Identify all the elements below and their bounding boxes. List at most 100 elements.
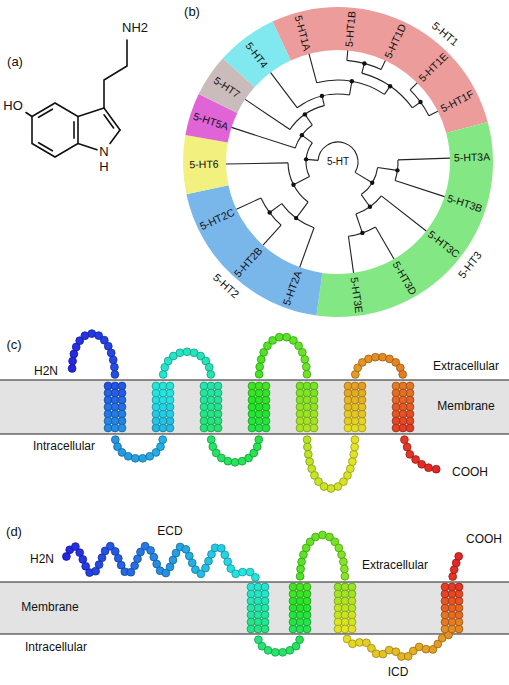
residue-bead	[253, 443, 261, 451]
residue-bead	[304, 443, 312, 451]
residue-bead	[255, 370, 263, 378]
residue-bead	[349, 640, 357, 648]
residue-bead	[252, 574, 260, 582]
residue-bead	[214, 424, 222, 432]
serotonin-structure	[26, 40, 127, 157]
terminus-label: COOH	[466, 533, 502, 547]
panel-letter: (c)	[6, 338, 21, 353]
tree-node-dot	[360, 231, 364, 235]
tree-branch	[381, 60, 385, 69]
residue-bead	[358, 382, 366, 390]
residue-bead	[131, 454, 139, 462]
residue-bead	[224, 457, 232, 465]
tree-branch	[395, 181, 444, 197]
family-sector	[186, 185, 322, 315]
residue-bead	[297, 565, 305, 573]
residue-bead	[139, 454, 147, 462]
tree-branch	[410, 83, 417, 90]
panel-letter: (a)	[7, 55, 23, 70]
tree-branch	[295, 125, 312, 148]
residue-bead	[303, 583, 311, 591]
tree-node-dot	[370, 181, 374, 185]
residue-bead	[207, 371, 215, 379]
residue-bead	[176, 349, 184, 357]
residue-bead	[351, 436, 359, 444]
atom-label: HO	[3, 99, 23, 114]
residue-bead	[239, 568, 247, 576]
residue-bead	[301, 356, 309, 364]
residue-bead	[403, 443, 411, 451]
residue-bead	[207, 436, 215, 444]
terminus-label: COOH	[452, 466, 488, 480]
domain-label: ICD	[388, 666, 409, 680]
receptor-label: 5-HT3A	[454, 151, 491, 164]
tree-branch	[347, 60, 381, 69]
residue-bead	[109, 356, 117, 364]
residue-bead	[303, 370, 311, 378]
residue-bead	[320, 483, 328, 491]
tree-node-dot	[300, 133, 304, 137]
residue-bead	[279, 648, 287, 656]
family-sector	[223, 22, 291, 88]
residue-bead	[111, 436, 119, 444]
residue-bead	[327, 485, 335, 493]
residue-bead	[312, 533, 320, 541]
residue-bead	[306, 458, 314, 466]
panel-letter: (b)	[184, 5, 200, 20]
tree-branch	[378, 168, 398, 171]
tree-branch	[361, 168, 377, 195]
residue-bead	[166, 382, 174, 390]
residue-bead	[68, 365, 76, 373]
residue-bead	[157, 443, 165, 451]
residue-bead	[183, 348, 191, 356]
residue-bead	[455, 552, 463, 560]
region-label: Membrane	[21, 601, 78, 615]
residue-bead	[111, 371, 119, 379]
residue-bead	[449, 573, 457, 581]
atom-label: N	[99, 145, 108, 160]
residue-bead	[425, 464, 433, 472]
family-sector	[272, 7, 487, 133]
residue-bead	[296, 572, 304, 580]
tree-node-dot	[294, 216, 298, 220]
residue-bead	[401, 436, 409, 444]
root-label: 5-HT	[327, 156, 349, 168]
tree-branch	[226, 163, 288, 164]
residue-bead	[399, 371, 407, 379]
tree-node-dot	[388, 84, 392, 88]
tree-branch	[361, 195, 370, 207]
tree-branch	[309, 54, 317, 83]
terminus-label: H2N	[30, 553, 54, 567]
residue-bead	[350, 450, 358, 458]
tree-branch	[346, 50, 348, 60]
tree-node-dot	[418, 100, 422, 104]
tree-branch	[288, 163, 308, 202]
tree-branch	[296, 202, 308, 218]
residue-bead	[302, 363, 310, 371]
tree-node-dot	[320, 94, 324, 98]
panel-letter: (d)	[6, 525, 22, 540]
residue-bead	[271, 648, 279, 656]
residue-bead	[262, 382, 270, 390]
residue-bead	[319, 531, 327, 539]
tree-branch	[356, 196, 381, 214]
tree-node-dot	[395, 168, 399, 172]
tree-branch	[429, 111, 438, 116]
region-label: Intracellular	[25, 641, 87, 655]
tree-branch	[300, 228, 314, 267]
residue-bead	[298, 558, 306, 566]
residue-bead	[303, 436, 311, 444]
tree-branch	[231, 127, 295, 148]
family-sector	[316, 122, 493, 317]
region-label: Intracellular	[33, 440, 95, 454]
residue-bead	[432, 465, 440, 473]
residue-bead	[275, 333, 283, 341]
tree-branch	[261, 198, 281, 225]
tree-branch	[398, 158, 450, 160]
tree-node-dot	[350, 79, 354, 83]
tree-branch	[362, 73, 413, 108]
region-label: Extracellular	[362, 559, 428, 573]
residue-bead	[118, 424, 126, 432]
tree-branch	[348, 236, 353, 273]
